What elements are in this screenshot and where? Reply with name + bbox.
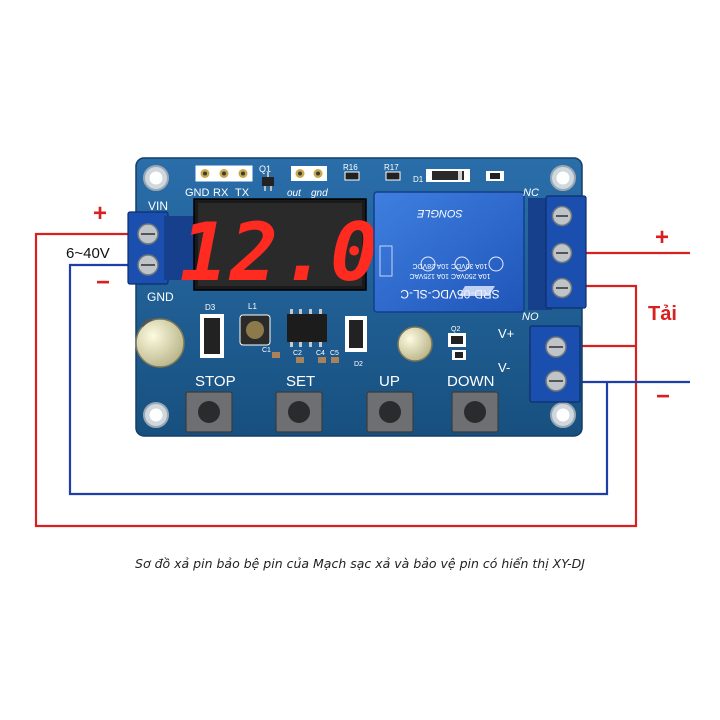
q2-label: Q2 <box>451 326 460 333</box>
buttons-row: STOP SET UP DOWN <box>185 373 499 433</box>
output-header: out gnd <box>287 166 328 199</box>
capacitor-right <box>397 326 433 362</box>
d1-label: D1 <box>413 175 424 184</box>
nc-label: NC <box>523 187 539 199</box>
load-label: Tải <box>648 303 677 325</box>
resistors-top: R16 R17 D1 <box>343 163 504 184</box>
v-plus-label: V+ <box>498 326 514 341</box>
stop-button-label: STOP <box>195 373 236 390</box>
voltage-label: 6~40V <box>66 245 110 262</box>
relay-brand: SONGLE <box>416 207 463 219</box>
header-label-tx: TX <box>235 187 250 199</box>
minus-sign-right: − <box>656 383 670 410</box>
lower-components: D3 L1 C1 C2 C4 C5 D2 <box>135 302 466 368</box>
transistor-q1: Q1 <box>259 164 274 191</box>
relay: SRD-05VDC-SL-C 10A 250VAC 10A 125VAC 10A… <box>373 191 525 313</box>
gnd-pcb-label: GND <box>147 290 174 304</box>
relay-terminal-block: NC NO <box>522 187 587 323</box>
pcb-board: GND RX TX Q1 out gnd R16 R17 D1 <box>127 157 587 437</box>
mounting-holes <box>143 165 576 428</box>
gnd-label: gnd <box>311 188 328 199</box>
r16-label: R16 <box>343 163 358 172</box>
q1-label: Q1 <box>259 164 271 174</box>
capacitor-left <box>135 318 185 368</box>
l1-label: L1 <box>248 302 257 311</box>
plus-sign-right: + <box>655 224 669 251</box>
set-button-label: SET <box>286 373 315 390</box>
down-button[interactable]: DOWN <box>447 373 499 433</box>
external-labels: + 6~40V − + Tải − <box>66 200 677 410</box>
up-button[interactable]: UP <box>366 373 414 433</box>
relay-rating-2: 10A 30VDC 10A 28VDC <box>412 262 487 269</box>
header-label-rx: RX <box>213 187 229 199</box>
plus-sign-left: + <box>93 200 107 227</box>
up-button-label: UP <box>379 373 400 390</box>
r17-label: R17 <box>384 163 399 172</box>
uart-header: GND RX TX <box>185 165 253 199</box>
red-wire-left <box>34 232 638 528</box>
down-button-label: DOWN <box>447 373 495 390</box>
c2-label: C2 <box>293 350 302 357</box>
header-label-gnd: GND <box>185 187 210 199</box>
v-minus-label: V- <box>498 360 510 375</box>
no-label: NO <box>522 311 539 323</box>
d2-label: D2 <box>354 361 363 368</box>
stop-button[interactable]: STOP <box>185 373 236 433</box>
output-terminal-block: V+ V- <box>498 325 581 403</box>
c1-label: C1 <box>262 347 271 354</box>
c5-label: C5 <box>330 350 339 357</box>
out-label: out <box>287 188 302 199</box>
d3-label: D3 <box>205 303 216 312</box>
figure-caption: Sơ đồ xả pin bảo bệ pin của Mạch sạc xả … <box>135 556 585 571</box>
relay-rating-1: 10A 250VAC 10A 125VAC <box>409 272 490 279</box>
vin-terminal-block: VIN GND <box>127 199 194 304</box>
blue-wire-left <box>68 263 609 496</box>
vin-label: VIN <box>148 199 168 213</box>
minus-sign-left: − <box>96 269 110 296</box>
set-button[interactable]: SET <box>275 373 323 433</box>
seven-segment-display: 12.0 <box>180 198 381 299</box>
display-value: 12.0 <box>180 206 381 299</box>
c4-label: C4 <box>316 350 325 357</box>
